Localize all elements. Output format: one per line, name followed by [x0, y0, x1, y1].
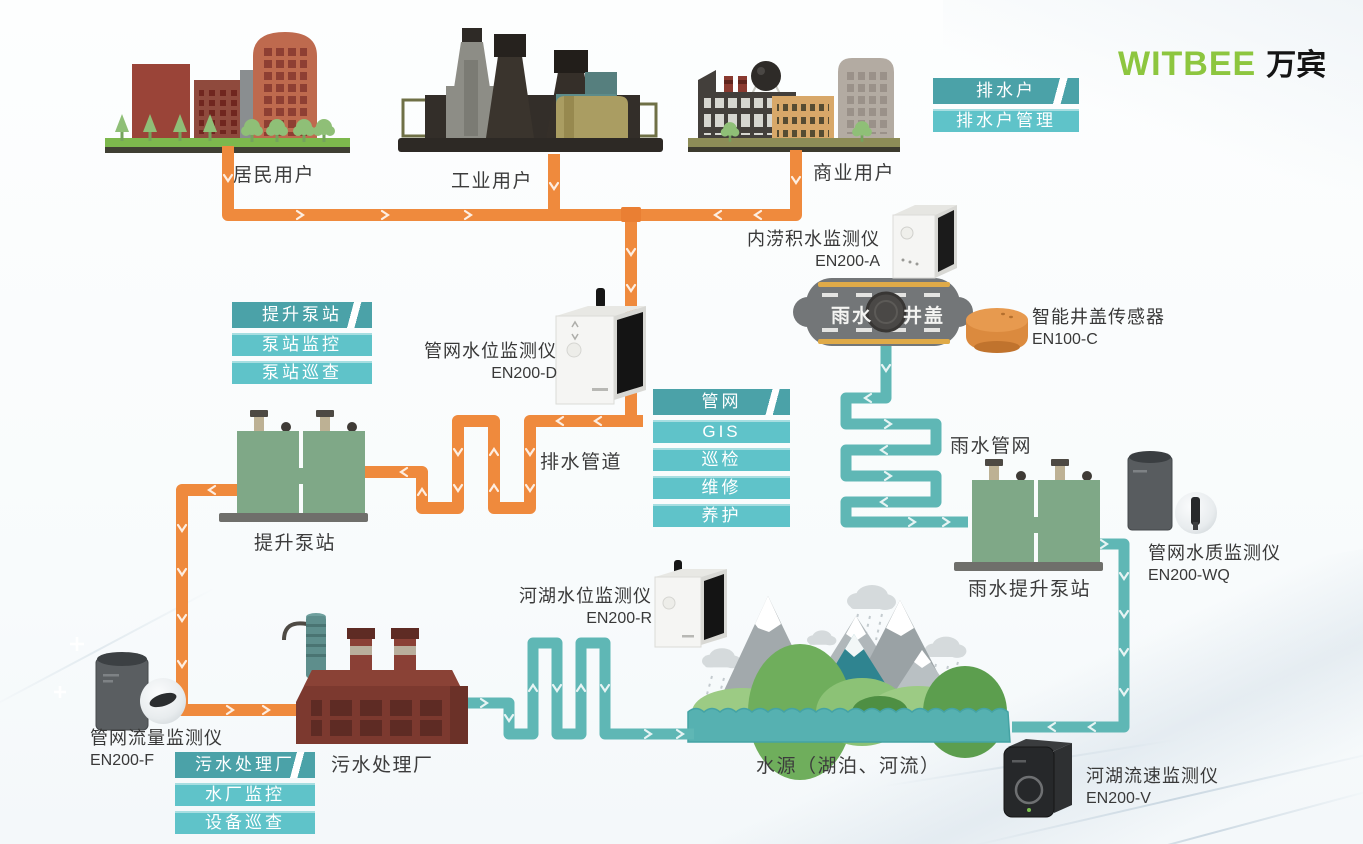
caption-residential: 居民用户 — [232, 165, 315, 186]
caption-sewage-plant: 污水处理厂 — [331, 755, 434, 776]
device-name: 智能井盖传感器 — [1032, 307, 1165, 327]
device-name: 管网水位监测仪 — [424, 341, 557, 361]
tag-group-pipe-network: 管网 GIS 巡检 维修 养护 — [653, 389, 790, 527]
tag-item: 水厂监控 — [175, 783, 315, 806]
device-label-flood: 内涝积水监测仪 EN200-A — [700, 228, 880, 272]
device-EN200-V — [1003, 739, 1072, 818]
residential-buildings — [105, 32, 350, 153]
device-model: EN200-WQ — [1148, 567, 1230, 584]
device-EN200-D — [555, 288, 646, 405]
caption-rain-lift-pump: 雨水提升泵站 — [968, 579, 1092, 600]
tag-item: GIS — [653, 420, 790, 443]
caption-water-source: 水源（湖泊、河流） — [756, 756, 941, 777]
tag-header-pump-station: 提升泵站 — [232, 302, 372, 328]
device-label-pipe-level: 管网水位监测仪 EN200-D — [377, 340, 557, 384]
device-label-river-level: 河湖水位监测仪 EN200-R — [472, 585, 652, 629]
logo-wordmark: WITBEE — [1118, 45, 1257, 83]
road-manhole — [793, 278, 973, 346]
tag-item: 设备巡查 — [175, 811, 315, 834]
device-EN200-WQ — [1127, 451, 1217, 534]
device-label-manhole-sensor: 智能井盖传感器 EN100-C — [1032, 306, 1165, 350]
device-name: 河湖水位监测仪 — [519, 586, 652, 606]
tag-item: 维修 — [653, 476, 790, 499]
caption-rain-pipe: 雨水管网 — [950, 436, 1033, 457]
device-EN100-C — [966, 308, 1028, 353]
tag-group-drainage-user: 排水户 排水户管理 — [933, 78, 1079, 132]
tag-item: 巡检 — [653, 448, 790, 471]
tag-header-sewage-plant: 污水处理厂 — [175, 752, 315, 778]
device-model: EN200-V — [1086, 790, 1151, 807]
water-source-scene — [687, 585, 1011, 780]
sewage-treatment-plant — [282, 613, 468, 744]
manhole-cover — [865, 291, 907, 333]
rain-lift-pump-station — [954, 459, 1103, 571]
device-model: EN200-D — [491, 365, 557, 382]
device-model: EN200-A — [815, 253, 880, 270]
caption-lift-pump: 提升泵站 — [253, 533, 336, 554]
device-label-flow: 管网流量监测仪 EN200-F — [90, 727, 223, 771]
tag-item: 泵站巡查 — [232, 361, 372, 384]
device-EN200-A — [892, 205, 957, 279]
tag-group-pump-station: 提升泵站 泵站监控 泵站巡查 — [232, 302, 372, 384]
caption-commercial: 商业用户 — [812, 163, 895, 184]
device-model: EN100-C — [1032, 331, 1098, 348]
device-name: 内涝积水监测仪 — [747, 229, 880, 249]
tag-item: 排水户管理 — [933, 109, 1079, 132]
lift-pump-station — [219, 410, 368, 522]
device-EN200-R — [654, 560, 727, 648]
tag-header-pipe-network: 管网 — [653, 389, 790, 415]
device-label-water-quality: 管网水质监测仪 EN200-WQ — [1148, 542, 1281, 586]
tag-header-drainage-user: 排水户 — [933, 78, 1079, 104]
device-name: 管网水质监测仪 — [1148, 543, 1281, 563]
caption-industrial: 工业用户 — [450, 171, 533, 192]
tag-group-sewage-plant: 污水处理厂 水厂监控 设备巡查 — [175, 752, 315, 834]
commercial-buildings — [688, 58, 900, 152]
industrial-factory — [398, 28, 663, 152]
device-name: 管网流量监测仪 — [90, 728, 223, 748]
device-label-velocity: 河湖流速监测仪 EN200-V — [1086, 765, 1219, 809]
road-label-manhole: 井盖 — [902, 306, 945, 327]
logo-cn: 万宾 — [1266, 49, 1327, 82]
caption-drain-pipe: 排水管道 — [540, 452, 623, 473]
water-body — [687, 707, 1011, 743]
device-model: EN200-R — [586, 610, 652, 627]
tag-item: 泵站监控 — [232, 333, 372, 356]
device-name: 河湖流速监测仪 — [1086, 766, 1219, 786]
device-model: EN200-F — [90, 752, 155, 769]
logo: WITBEE 万宾 — [1118, 40, 1326, 84]
pipe-junction — [621, 207, 641, 222]
road-label-rainwater: 雨水 — [830, 306, 873, 327]
device-EN200-F — [54, 637, 186, 731]
tag-item: 养护 — [653, 504, 790, 527]
